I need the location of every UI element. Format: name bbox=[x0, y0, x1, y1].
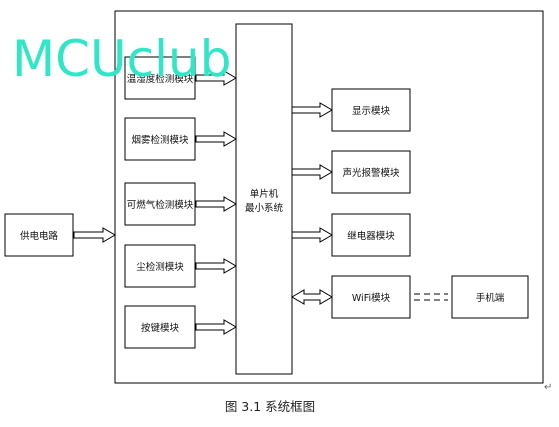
output-module-display: 显示模块 bbox=[331, 88, 411, 132]
svg-text:WiFi模块: WiFi模块 bbox=[352, 292, 391, 304]
output-arrows bbox=[291, 102, 333, 243]
output-module-wifi: WiFi模块 bbox=[331, 275, 411, 319]
svg-text:显示模块: 显示模块 bbox=[352, 105, 391, 117]
power-arrow bbox=[73, 227, 116, 243]
svg-text:按键模块: 按键模块 bbox=[141, 322, 180, 334]
wireless-link bbox=[414, 293, 448, 301]
input-module-dust: 尘检测模块 bbox=[124, 244, 196, 288]
output-module-relay: 继电器模块 bbox=[331, 213, 411, 257]
svg-text:烟雾检测模块: 烟雾检测模块 bbox=[131, 134, 189, 146]
phone-box: 手机端 bbox=[451, 275, 529, 319]
input-module-combustible-gas: 可燃气检测模块 bbox=[124, 182, 196, 226]
input-module-smoke: 烟雾检测模块 bbox=[124, 117, 196, 161]
watermark-logo: MCUclub bbox=[12, 30, 231, 88]
paragraph-mark: ↵ bbox=[544, 382, 552, 393]
output-module-sound-light-alarm: 声光报警模块 bbox=[331, 150, 411, 194]
input-module-keys: 按键模块 bbox=[124, 305, 196, 349]
power-supply-label: 供电电路 bbox=[20, 230, 59, 242]
figure-caption: 图 3.1 系统框图 bbox=[225, 399, 315, 414]
mcu-label-line2: 最小系统 bbox=[245, 202, 284, 214]
svg-text:声光报警模块: 声光报警模块 bbox=[342, 167, 400, 179]
svg-text:可燃气检测模块: 可燃气检测模块 bbox=[127, 199, 194, 211]
svg-text:手机端: 手机端 bbox=[476, 292, 505, 304]
input-arrows bbox=[195, 70, 237, 335]
svg-text:尘检测模块: 尘检测模块 bbox=[136, 261, 184, 273]
svg-text:继电器模块: 继电器模块 bbox=[347, 230, 395, 242]
mcu-box bbox=[235, 23, 293, 375]
mcu-label-line1: 单片机 bbox=[250, 188, 279, 200]
power-supply-box bbox=[4, 213, 74, 257]
input-module-temp-humidity: 温湿度检测模块 bbox=[124, 56, 196, 100]
svg-text:温湿度检测模块: 温湿度检测模块 bbox=[127, 73, 194, 85]
